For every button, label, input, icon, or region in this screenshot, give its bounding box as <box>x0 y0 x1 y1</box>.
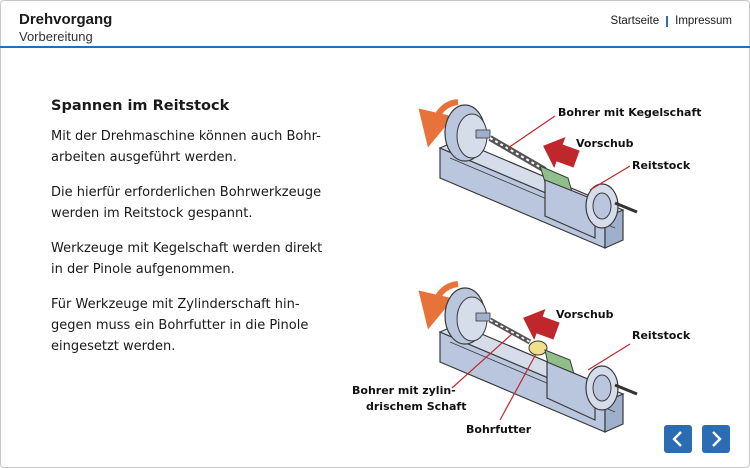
paragraph-3: Werkzeuge mit Kegelschaft werden direkt … <box>51 241 323 277</box>
paragraph-4: Für Werkzeuge mit Zylinderschaft hin-geg… <box>51 297 309 354</box>
top-nav: Startseite Impressum <box>611 15 732 27</box>
tailstock-illustration: Bohrer mit Kegelschaft Vorschub Reitstoc… <box>352 99 702 436</box>
nav-link-startseite[interactable]: Startseite <box>610 15 660 27</box>
page-subtitle: Vorbereitung <box>19 29 93 44</box>
label-tailstock-top: Reitstock <box>632 159 691 172</box>
tailstock-bottom <box>546 361 596 421</box>
lathe-figure-top: Bohrer mit Kegelschaft Vorschub Reitstoc… <box>418 99 702 249</box>
chevron-left-icon <box>672 431 682 447</box>
nav-separator <box>666 15 669 27</box>
label-chuck-bottom: Bohrfutter <box>466 423 532 436</box>
text-content: Spannen im Reitstock Mit der Drehmaschin… <box>51 98 331 371</box>
nav-link-impressum[interactable]: Impressum <box>675 15 732 27</box>
lathe-figure-bottom: Vorschub Reitstock Bohrer mit zylin- dri… <box>352 281 691 436</box>
label-drill-bottom-line2: drischem Schaft <box>366 400 466 413</box>
drill-chuck-bottom <box>528 340 548 356</box>
paragraph-2: Die hierfür erforderlichen Bohrwerkzeuge… <box>51 185 322 221</box>
rotation-arrow-bottom <box>418 281 459 330</box>
label-drill-bottom-line1: Bohrer mit zylin- <box>352 384 456 397</box>
section-heading: Spannen im Reitstock <box>51 98 230 114</box>
feed-arrow-top <box>543 136 580 168</box>
header: Drehvorgang Vorbereitung Startseite Impr… <box>0 0 750 48</box>
label-tailstock-bottom: Reitstock <box>632 329 691 342</box>
next-button[interactable] <box>702 425 730 453</box>
paragraph-1: Mit der Drehmaschine können auch Bohr-ar… <box>51 129 321 165</box>
rotation-arrow-top <box>418 99 459 148</box>
page-title: Drehvorgang <box>19 11 113 28</box>
previous-button[interactable] <box>664 425 692 453</box>
label-drill-top: Bohrer mit Kegelschaft <box>558 106 702 119</box>
label-feed-top: Vorschub <box>576 137 634 150</box>
tailstock-top <box>544 179 596 239</box>
feed-arrow-bottom <box>523 308 560 340</box>
label-feed-bottom: Vorschub <box>556 308 614 321</box>
chevron-right-icon <box>712 431 722 447</box>
